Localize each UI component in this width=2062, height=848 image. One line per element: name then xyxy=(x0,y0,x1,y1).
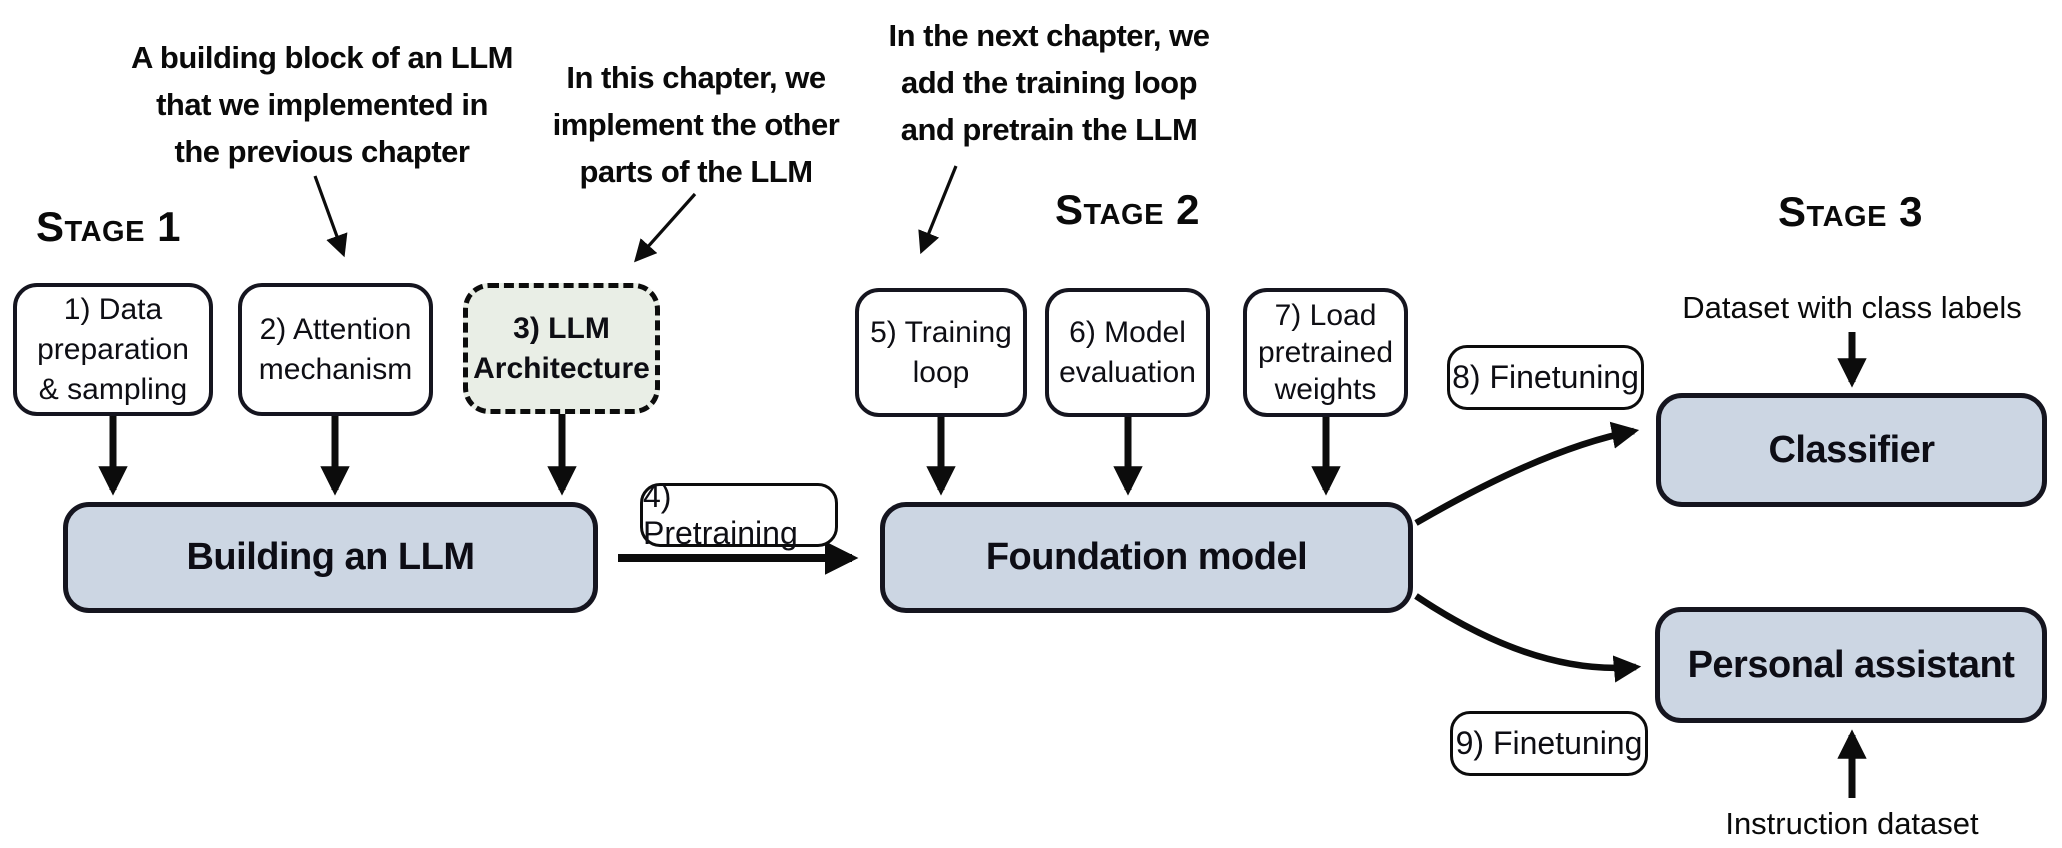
box-building-llm: Building an LLM xyxy=(63,502,598,613)
arrow-note3-to-box5 xyxy=(918,165,958,255)
step-line: 1) Data xyxy=(63,292,163,326)
step-box-model-evaluation: 6) Model evaluation xyxy=(1045,288,1210,417)
annotation-building-block: A building block of an LLM that we imple… xyxy=(112,34,532,175)
step-line: 5) Training xyxy=(870,315,1012,349)
pill-finetuning-assistant: 9) Finetuning xyxy=(1450,711,1648,776)
stage-1-heading: Stage 1 xyxy=(36,203,181,250)
stage-3-heading: Stage 3 xyxy=(1778,188,1923,235)
annotation-line: A building block of an LLM xyxy=(131,40,513,75)
arrow-foundation-to-assistant xyxy=(1414,593,1642,683)
pill-finetuning-classifier: 8) Finetuning xyxy=(1447,345,1644,410)
step-line: Architecture xyxy=(473,351,650,385)
arrow-note2-to-box3 xyxy=(634,192,697,263)
step-box-load-weights: 7) Load pretrained weights xyxy=(1243,288,1408,417)
annotation-line: parts of the LLM xyxy=(579,154,813,189)
step-line: 3) LLM xyxy=(513,311,610,345)
step-line: & sampling xyxy=(38,372,188,406)
annotation-line: add the training loop xyxy=(900,65,1198,100)
annotation-this-chapter: In this chapter, we implement the other … xyxy=(496,54,896,195)
step-box-data-preparation: 1) Data preparation & sampling xyxy=(13,283,213,416)
box-personal-assistant: Personal assistant xyxy=(1655,607,2047,723)
annotation-line: implement the other xyxy=(552,107,840,142)
box-classifier: Classifier xyxy=(1656,393,2047,507)
annotation-line: In this chapter, we xyxy=(566,60,826,95)
annotation-line: In the next chapter, we xyxy=(888,18,1210,53)
arrow-note1-to-box2 xyxy=(313,175,348,258)
step-line: mechanism xyxy=(258,352,413,386)
step-line: 7) Load xyxy=(1274,299,1377,332)
box-foundation-model: Foundation model xyxy=(880,502,1413,613)
label-dataset-class: Dataset with class labels xyxy=(1682,290,2022,325)
annotation-next-chapter: In the next chapter, we add the training… xyxy=(849,12,1249,153)
step-line: weights xyxy=(1274,373,1377,406)
pill-pretraining: 4) Pretraining xyxy=(640,478,838,551)
step-box-training-loop: 5) Training loop xyxy=(855,288,1027,417)
annotation-line: that we implemented in xyxy=(156,87,488,122)
step-line: 6) Model xyxy=(1069,315,1186,349)
stage-2-heading: Stage 2 xyxy=(1055,186,1200,233)
step-box-attention-mechanism: 2) Attention mechanism xyxy=(238,283,433,416)
label-instruction-dataset: Instruction dataset xyxy=(1725,806,1979,841)
step-box-llm-architecture: 3) LLM Architecture xyxy=(463,283,660,414)
annotation-line: the previous chapter xyxy=(174,134,470,169)
step-line: pretrained xyxy=(1257,336,1394,369)
annotation-line: and pretrain the LLM xyxy=(900,112,1198,147)
step-line: 2) Attention xyxy=(259,312,412,346)
step-line: evaluation xyxy=(1059,355,1196,389)
arrow-foundation-to-classifier xyxy=(1414,421,1640,526)
step-line: loop xyxy=(912,355,970,389)
step-line: preparation xyxy=(37,332,189,366)
